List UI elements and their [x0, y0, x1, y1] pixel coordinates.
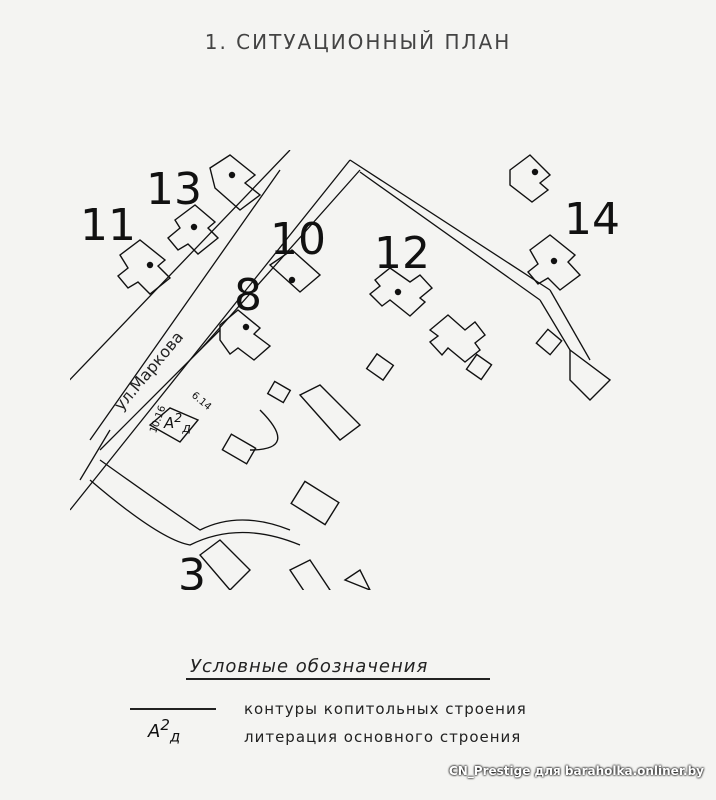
legend-item-contour-text: контуры копитольных строения	[244, 700, 527, 718]
house-13	[167, 204, 220, 255]
legend-symbol-contour-line	[130, 708, 216, 710]
page-title: 1. СИТУАЦИОННЫЙ ПЛАН	[204, 30, 512, 54]
building-bottom-3	[343, 568, 371, 590]
structure-right-edge	[569, 348, 612, 401]
house-12	[368, 267, 434, 317]
main-building-a2	[148, 407, 200, 443]
main-building-litera: А2д	[164, 410, 191, 435]
legend-title: Условные обозначения	[190, 656, 429, 677]
legend-title-underline	[186, 678, 490, 680]
building-bottom-2	[288, 559, 331, 590]
marker-10	[288, 276, 296, 284]
outbuilding-1	[221, 433, 257, 465]
boundary-right	[549, 289, 591, 361]
marker-top-right	[531, 168, 539, 176]
boundary-line-main	[70, 159, 351, 511]
legend-symbol-litera: А2д	[148, 716, 180, 746]
house-14	[527, 234, 582, 291]
litera-floors: 2	[174, 410, 183, 425]
street-edge-lower	[89, 169, 281, 441]
outbuilding-3	[266, 380, 292, 404]
boundary-top	[349, 159, 551, 291]
building-mid-right	[428, 314, 486, 363]
lot-number-11: 11	[80, 200, 136, 251]
boundary-right-2	[539, 299, 571, 351]
legend-litera-sub: д	[169, 727, 181, 746]
house-top-left	[209, 154, 262, 211]
legend-item-litera-text: литерация основного строения	[244, 728, 522, 746]
lot-number-13: 13	[146, 164, 202, 215]
marker-13	[190, 223, 198, 231]
situation-map: 11 13 10 8 12 14 3 ул.Маркова 10.16 6.14…	[70, 150, 630, 590]
path-curve-1	[99, 459, 291, 531]
lot-number-14: 14	[564, 194, 620, 245]
house-top-right	[509, 154, 552, 203]
legend-litera-letter: А	[148, 721, 161, 742]
boundary-top-inner	[359, 171, 541, 301]
path-curve-2	[89, 479, 301, 546]
marker-12	[394, 288, 402, 296]
watermark: CN_Prestige для baraholka.onliner.by	[448, 764, 704, 778]
building-bottom	[198, 539, 251, 590]
map-drawing	[70, 150, 612, 590]
lot-number-12: 12	[374, 228, 430, 279]
marker-8	[242, 323, 250, 331]
boundary-left-lower	[79, 429, 111, 481]
shed-2	[365, 352, 395, 382]
building-long	[298, 384, 362, 441]
lot-number-10: 10	[270, 214, 326, 265]
legend-litera-floors: 2	[160, 716, 170, 734]
lot-number-3: 3	[178, 550, 206, 591]
marker-11	[146, 261, 154, 269]
house-8	[219, 309, 272, 361]
outbuilding-2	[290, 480, 340, 526]
house-10	[268, 249, 322, 293]
shed-1	[465, 353, 493, 381]
litera-sub: д	[182, 420, 191, 435]
street-edge-upper	[70, 150, 291, 381]
house-11	[117, 239, 172, 295]
shed-3	[535, 328, 563, 356]
marker-14	[550, 257, 558, 265]
marker-top	[228, 171, 236, 179]
litera-letter: А	[164, 414, 175, 432]
lot-number-8: 8	[234, 270, 262, 321]
fence-curve	[249, 409, 279, 451]
